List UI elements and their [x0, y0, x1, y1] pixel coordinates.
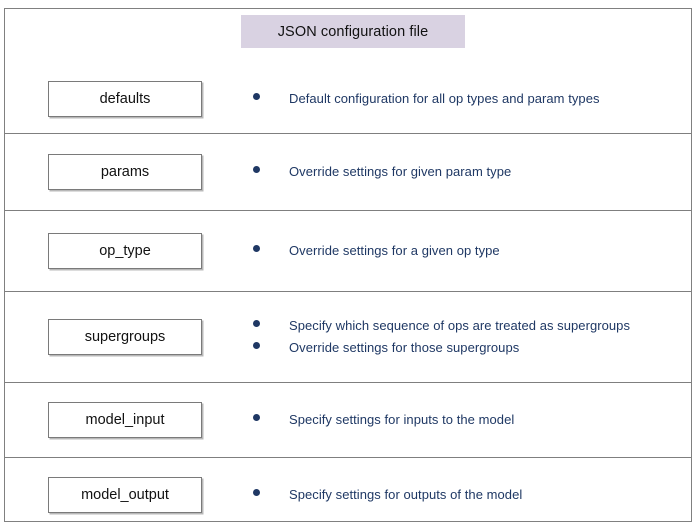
bullet-text: Default configuration for all op types a…: [289, 91, 600, 107]
key-cell: model_output: [5, 477, 245, 513]
table-row: params Override settings for given param…: [5, 133, 691, 210]
description-cell: Specify settings for outputs of the mode…: [245, 482, 691, 508]
table-row: defaults Default configuration for all o…: [5, 65, 691, 133]
config-key-label: defaults: [99, 91, 151, 107]
config-key-label: supergroups: [84, 329, 166, 345]
description-cell: Specify settings for inputs to the model: [245, 407, 691, 433]
table-row: model_output Specify settings for output…: [5, 457, 691, 532]
config-key-box-model-input[interactable]: model_input: [48, 402, 202, 438]
bullet-dot-icon: [253, 414, 260, 422]
bullet-dot-icon: [253, 342, 260, 349]
config-key-box-defaults[interactable]: defaults: [48, 81, 202, 117]
json-configuration-diagram: JSON configuration file defaults Default…: [4, 8, 692, 522]
table-row: supergroups Specify which sequence of op…: [5, 291, 691, 382]
bullet-dot-icon: [253, 166, 260, 174]
key-cell: op_type: [5, 233, 245, 269]
bullet-text: Specify settings for inputs to the model: [289, 412, 515, 428]
config-key-box-model-output[interactable]: model_output: [48, 477, 202, 513]
key-cell: model_input: [5, 402, 245, 438]
key-cell: params: [5, 154, 245, 190]
bullet-dot-icon: [253, 245, 260, 253]
config-key-box-supergroups[interactable]: supergroups: [48, 319, 202, 355]
bullet-dot-icon: [253, 93, 260, 101]
config-key-label: model_input: [85, 412, 165, 428]
description-cell: Specify which sequence of ops are treate…: [245, 313, 691, 360]
description-cell: Default configuration for all op types a…: [245, 86, 691, 112]
description-cell: Override settings for given param type: [245, 159, 691, 185]
bullet-text: Specify settings for outputs of the mode…: [289, 487, 523, 503]
bullet-item: Override settings for given param type: [253, 163, 691, 181]
diagram-title-label: JSON configuration file: [277, 23, 429, 40]
description-cell: Override settings for a given op type: [245, 238, 691, 264]
bullet-item: Override settings for a given op type: [253, 242, 691, 260]
bullet-item: Specify settings for inputs to the model: [253, 411, 691, 429]
bullet-text: Specify which sequence of ops are treate…: [289, 318, 631, 334]
config-key-label: model_output: [81, 487, 169, 503]
config-key-label: op_type: [99, 243, 151, 259]
bullet-item: Default configuration for all op types a…: [253, 90, 691, 108]
config-key-box-op-type[interactable]: op_type: [48, 233, 202, 269]
bullet-text: Override settings for those supergroups: [289, 340, 520, 355]
diagram-header-row: JSON configuration file: [5, 9, 691, 65]
table-row: op_type Override settings for a given op…: [5, 210, 691, 291]
table-row: model_input Specify settings for inputs …: [5, 382, 691, 457]
bullet-dot-icon: [253, 320, 260, 328]
bullet-item: Specify settings for outputs of the mode…: [253, 486, 691, 504]
bullet-item: Override settings for those supergroups: [253, 339, 691, 357]
key-cell: defaults: [5, 81, 245, 117]
bullet-text: Override settings for given param type: [289, 164, 512, 180]
diagram-title-banner: JSON configuration file: [241, 15, 465, 48]
config-key-box-params[interactable]: params: [48, 154, 202, 190]
bullet-text: Override settings for a given op type: [289, 243, 500, 259]
bullet-dot-icon: [253, 489, 260, 497]
key-cell: supergroups: [5, 319, 245, 355]
config-key-label: params: [100, 164, 150, 180]
bullet-item: Specify which sequence of ops are treate…: [253, 317, 691, 335]
